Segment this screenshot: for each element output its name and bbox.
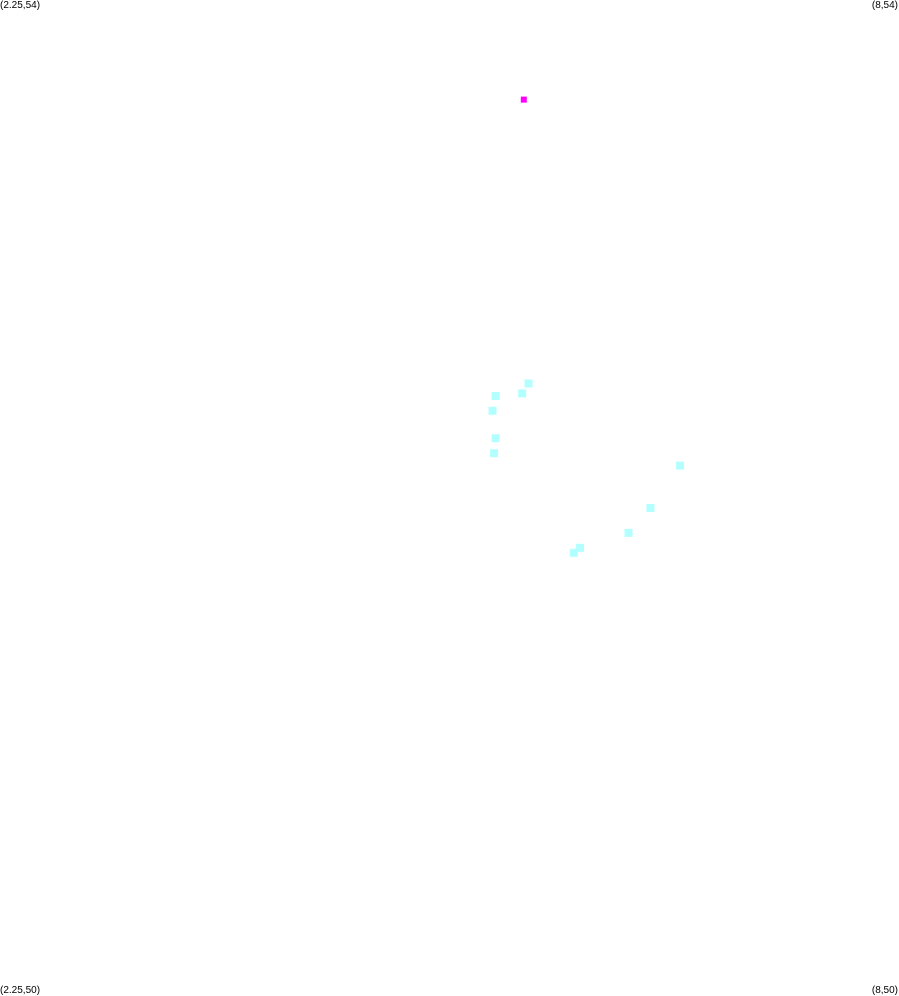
corner-label-top-left: (2.25,54) [0,0,41,11]
data-point-marker [488,406,497,415]
data-point-marker [490,449,499,458]
data-point-marker [646,504,655,512]
data-point-marker [518,389,527,398]
data-point-marker [491,391,500,400]
data-point-marker [524,379,533,388]
data-point-marker [576,543,585,552]
corner-label-top-right: (8,54) [871,0,898,11]
highlight-point-marker [520,96,527,103]
corner-label-bottom-left: (2.25,50) [0,985,41,996]
corner-label-bottom-right: (8,50) [871,985,898,996]
data-point-marker [569,548,578,557]
data-point-marker [491,434,500,443]
data-point-marker [624,528,633,537]
data-point-marker [676,461,685,470]
